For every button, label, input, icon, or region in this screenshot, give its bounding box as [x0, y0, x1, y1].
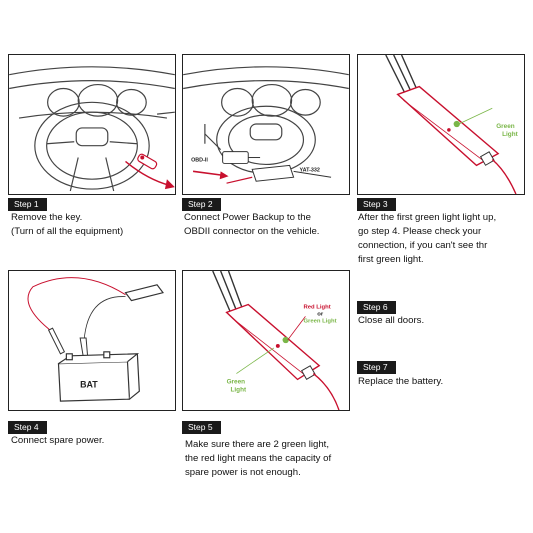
- first-green-light-illustration: Green Light: [385, 55, 519, 194]
- step-4-text: Connect spare power.: [11, 434, 104, 448]
- obd-connector-icon: [222, 151, 261, 164]
- red-light-label: Red Light: [303, 304, 330, 310]
- step-3-line: connection, if you can't see thr: [358, 240, 488, 251]
- step-3-line: go step 4. Please check your: [358, 226, 482, 237]
- green-led-icon: [447, 120, 460, 132]
- panel-step-2: OBD-II YAT-332: [182, 54, 350, 195]
- power-backup-device-icon: [396, 85, 500, 167]
- key-icon: [137, 153, 158, 170]
- status-led-icon: [275, 336, 289, 348]
- two-lights-illustration: Red Light or Green Light Green Light: [212, 271, 340, 410]
- step-2-tag: Step 2: [182, 198, 221, 211]
- step-7-tag: Step 7: [357, 361, 396, 374]
- step-4-line: Connect spare power.: [11, 435, 105, 446]
- green-light-label-line-2: Light: [502, 131, 518, 138]
- step-1-text: Remove the key. (Turn of all the equipme…: [11, 211, 123, 239]
- power-backup-device-icon: [124, 284, 164, 302]
- step-5-line: the red light means the capacity of: [185, 453, 332, 464]
- panel-step-5: Red Light or Green Light Green Light: [182, 270, 350, 411]
- step-6-tag: Step 6: [357, 301, 396, 314]
- step-5-line: Make sure there are 2 green light,: [185, 439, 329, 450]
- obd-connection-illustration: OBD-II YAT-332: [183, 66, 349, 184]
- or-label: or: [317, 311, 324, 317]
- step-5-tag: Step 5: [182, 421, 221, 434]
- step-1-line: Remove the key.: [11, 212, 83, 223]
- battery-icon: [57, 351, 140, 402]
- green-light-combined-label: Green Light: [303, 318, 336, 324]
- step-2-line: Connect Power Backup to the: [184, 212, 311, 223]
- step-5-text: Make sure there are 2 green light, the r…: [185, 438, 331, 480]
- panel-step-1: [8, 54, 176, 195]
- step-2-text: Connect Power Backup to the OBDII connec…: [184, 211, 319, 239]
- panel-step-4: BAT: [8, 270, 176, 411]
- step-2-line: OBDII connector on the vehicle.: [184, 226, 320, 237]
- step-3-line: After the first green light light up,: [358, 212, 497, 223]
- step-3-tag: Step 3: [357, 198, 396, 211]
- step-7-text: Replace the battery.: [358, 375, 443, 389]
- power-backup-device-icon: [225, 303, 321, 381]
- green-light-label-line-2: Light: [231, 386, 247, 393]
- step-1-tag: Step 1: [8, 198, 47, 211]
- spare-power-illustration: BAT: [27, 277, 164, 402]
- bat-label: BAT: [80, 379, 98, 389]
- step-1-line: (Turn of all the equipment): [11, 226, 124, 237]
- step-3-line: first green light.: [358, 254, 424, 265]
- panel-step-3: Green Light: [357, 54, 525, 195]
- yat-label: YAT-332: [300, 167, 320, 173]
- step-6-line: Close all doors.: [358, 315, 425, 326]
- step-4-tag: Step 4: [8, 421, 47, 434]
- power-backup-device-icon: [251, 164, 332, 182]
- green-light-label-line-1: Green: [227, 378, 246, 385]
- step-5-line: spare power is not enough.: [185, 467, 301, 478]
- dashboard-illustration: [9, 66, 175, 192]
- obd-label: OBD-II: [191, 157, 208, 163]
- step-7-line: Replace the battery.: [358, 376, 444, 387]
- step-6-text: Close all doors.: [358, 314, 424, 328]
- step-3-text: After the first green light light up, go…: [358, 211, 496, 267]
- green-light-label-line-1: Green: [496, 123, 515, 130]
